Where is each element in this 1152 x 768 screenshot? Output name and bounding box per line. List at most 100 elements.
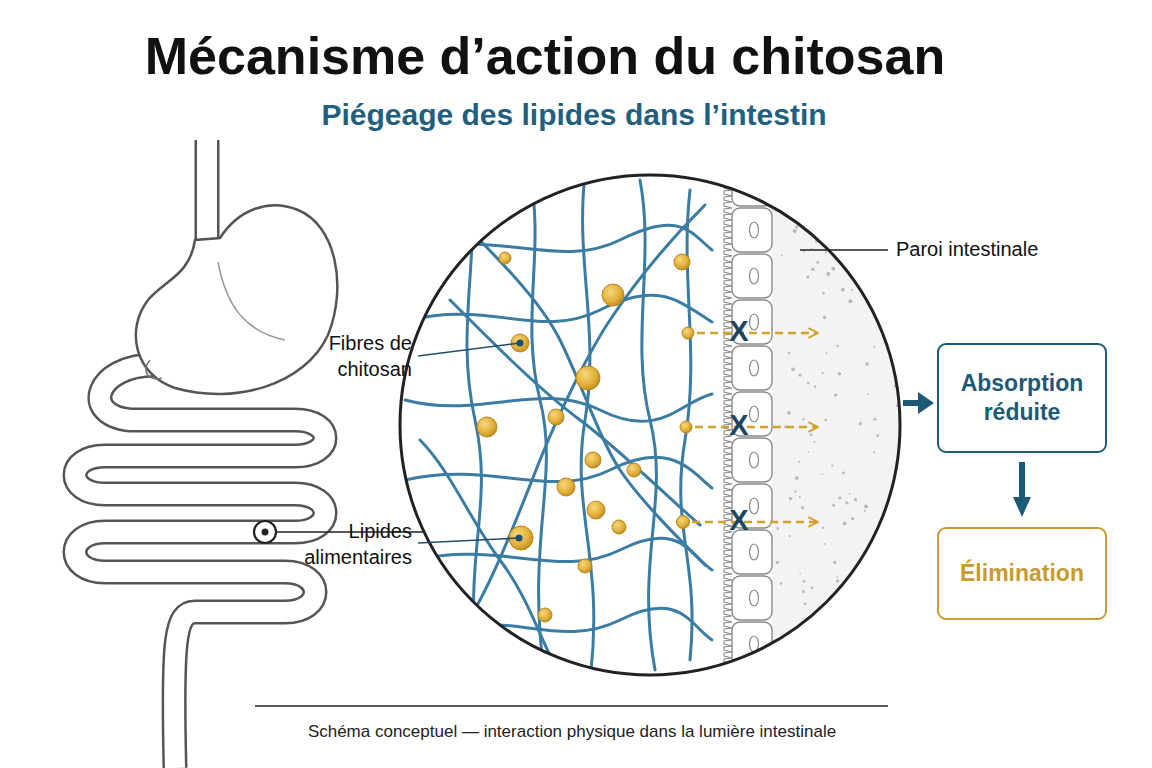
leader-line <box>800 249 888 251</box>
blocked-arrow <box>695 426 818 429</box>
result-arrow <box>903 400 920 406</box>
tissue-dot <box>907 409 909 411</box>
tissue-dot <box>803 675 806 678</box>
cell-nucleus <box>750 176 759 192</box>
lipid-droplet <box>674 254 690 270</box>
chitosan-fibre <box>440 608 712 640</box>
tissue-dot <box>825 352 827 354</box>
tissue-dot <box>871 261 874 264</box>
tissue-dot <box>837 345 839 347</box>
wall-tissue <box>772 160 912 690</box>
tissue-dot <box>798 179 800 181</box>
stomach-junction <box>196 242 219 246</box>
tissue-dot <box>802 580 805 583</box>
intestine-outline <box>75 365 325 768</box>
chitosan-fibre <box>410 295 712 322</box>
tissue-dot <box>884 267 888 271</box>
tissue-dot <box>893 591 896 594</box>
tissue-dot <box>834 393 837 396</box>
lipid-droplet <box>627 463 641 477</box>
outcome-box: Élimination <box>937 527 1107 620</box>
part-label: Fibres de chitosan <box>312 330 412 382</box>
zoom-content <box>405 160 912 712</box>
tissue-dot <box>848 299 852 303</box>
tissue-dot <box>798 187 802 191</box>
tissue-dot <box>873 257 877 261</box>
zoom-marker <box>254 521 276 543</box>
caption-rule <box>255 705 888 707</box>
tissue-dot <box>845 501 848 504</box>
blocked-arrow <box>692 521 818 524</box>
lipid-droplet <box>538 608 552 622</box>
tissue-dot <box>880 629 882 631</box>
tissue-dot <box>834 182 837 185</box>
tissue-dot <box>830 183 833 186</box>
tissue-dot <box>865 294 867 296</box>
tissue-dot <box>876 434 879 437</box>
tissue-dot <box>852 253 855 256</box>
tissue-dot <box>851 517 854 520</box>
title: Mécanisme d’action du chitosan <box>45 26 1045 86</box>
lipid-droplet <box>677 516 690 529</box>
tissue-dot <box>903 563 906 566</box>
stomach-fold <box>218 262 285 340</box>
tissue-dot <box>851 621 853 623</box>
tissue-dot <box>825 251 827 253</box>
result-box: Absorption réduite <box>937 343 1107 453</box>
tissue-dot <box>819 199 821 201</box>
tissue-dot <box>809 433 812 436</box>
tissue-dot <box>887 237 889 239</box>
tissue-dot <box>808 451 810 453</box>
tissue-dot <box>857 648 860 651</box>
tissue-dot <box>776 561 779 564</box>
box-text: Élimination <box>960 559 1084 588</box>
chitosan-fibre <box>450 300 700 525</box>
tissue-dot <box>814 642 818 646</box>
epithelial-cell <box>732 530 772 574</box>
tissue-dot <box>909 617 911 619</box>
tissue-dot <box>886 280 890 284</box>
tissue-dot <box>904 383 907 386</box>
tissue-dot <box>839 622 842 625</box>
tissue-dot <box>855 660 858 663</box>
tissue-dot <box>876 608 878 610</box>
tissue-dot <box>781 255 783 257</box>
tissue-dot <box>836 579 839 582</box>
tissue-dot <box>823 316 826 319</box>
leader-line <box>418 538 519 543</box>
tissue-dot <box>792 198 794 200</box>
tissue-dot <box>865 362 869 366</box>
chitosan-fibres <box>405 175 712 680</box>
tissue-dot <box>798 461 800 463</box>
tissue-dot <box>906 383 908 385</box>
chitosan-fibre <box>440 200 705 565</box>
tissue-dot <box>796 675 799 678</box>
tissue-dot <box>788 352 791 355</box>
cell-nucleus <box>750 452 759 468</box>
tissue-dot <box>864 510 866 512</box>
tissue-dot <box>776 527 779 530</box>
tissue-dot <box>814 385 816 387</box>
lipid-droplet <box>587 501 605 519</box>
tissue-dot <box>789 535 791 537</box>
tissue-dot <box>832 504 835 507</box>
tissue-dot <box>833 561 836 564</box>
tissue-dot <box>893 639 896 642</box>
leader-dot <box>516 535 523 542</box>
part-label: Paroi intestinale <box>896 238 1096 261</box>
tissue-dot <box>873 451 875 453</box>
tissue-dot <box>907 431 910 434</box>
tissue-dot <box>836 650 838 652</box>
tissue-dot <box>870 644 873 647</box>
tissue-dot <box>802 418 804 420</box>
box-text: Absorption réduite <box>949 369 1095 427</box>
lipid-droplet <box>682 327 694 339</box>
lipid-droplet <box>557 478 575 496</box>
tissue-dot <box>899 528 902 531</box>
chitosan-fibre <box>420 440 560 675</box>
tissue-dot <box>811 586 814 589</box>
tissue-dot <box>822 527 824 529</box>
tissue-dot <box>798 373 801 376</box>
lipid-droplet <box>576 366 600 390</box>
